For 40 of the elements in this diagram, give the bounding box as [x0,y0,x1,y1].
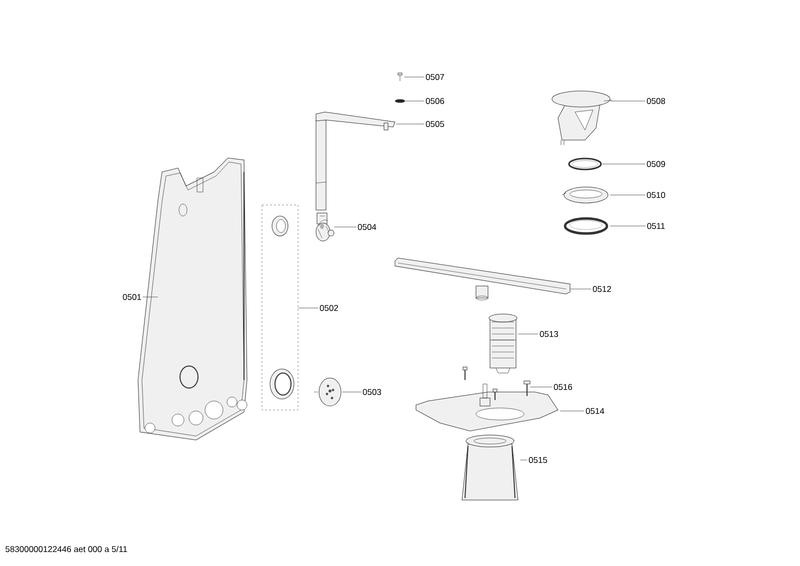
leader-line [405,100,425,102]
filter-drawing [488,314,518,374]
callout-number: 0514 [586,408,604,414]
screw-drawing [398,72,402,82]
spray-tube-drawing [316,112,396,210]
callout-number: 0511 [647,223,665,229]
leader-line [530,386,553,388]
leader-line [560,410,585,412]
screw-drawing [524,380,530,396]
callout-number: 0513 [540,331,558,337]
callout-number: 0512 [592,286,612,292]
callout-number: 0510 [646,192,666,198]
leader-line [142,296,158,298]
leader-line [404,76,425,78]
callout-number: 0502 [320,305,338,311]
ring-drawing [564,217,608,235]
leader-line [570,288,592,290]
leader-line [610,100,646,102]
cap-drawing [552,90,612,146]
callout-number: 0507 [426,74,444,80]
spray-arm-drawing [394,258,570,300]
callout-number: 0506 [426,98,444,104]
leader-line [334,226,357,228]
ring-drawing [568,158,602,170]
footer-text: 58300000122446 aet 000 a 5/11 [6,546,128,552]
callout-number: 0504 [358,224,376,230]
callout-number: 0503 [362,389,382,395]
disc-drawing [314,378,342,406]
callout-number: 0515 [528,457,548,463]
callout-number: 0508 [646,98,666,104]
seal-set-drawing [262,204,298,410]
callout-number: 0516 [554,384,572,390]
callout-number: 0509 [646,161,666,167]
elbow-drawing [316,212,334,242]
ring-drawing [562,186,608,204]
leader-line [610,194,646,196]
o-ring-drawing [395,99,405,103]
callout-number: 0501 [122,294,142,300]
callout-number: 0505 [426,121,444,127]
strainer-drawing [462,434,518,500]
